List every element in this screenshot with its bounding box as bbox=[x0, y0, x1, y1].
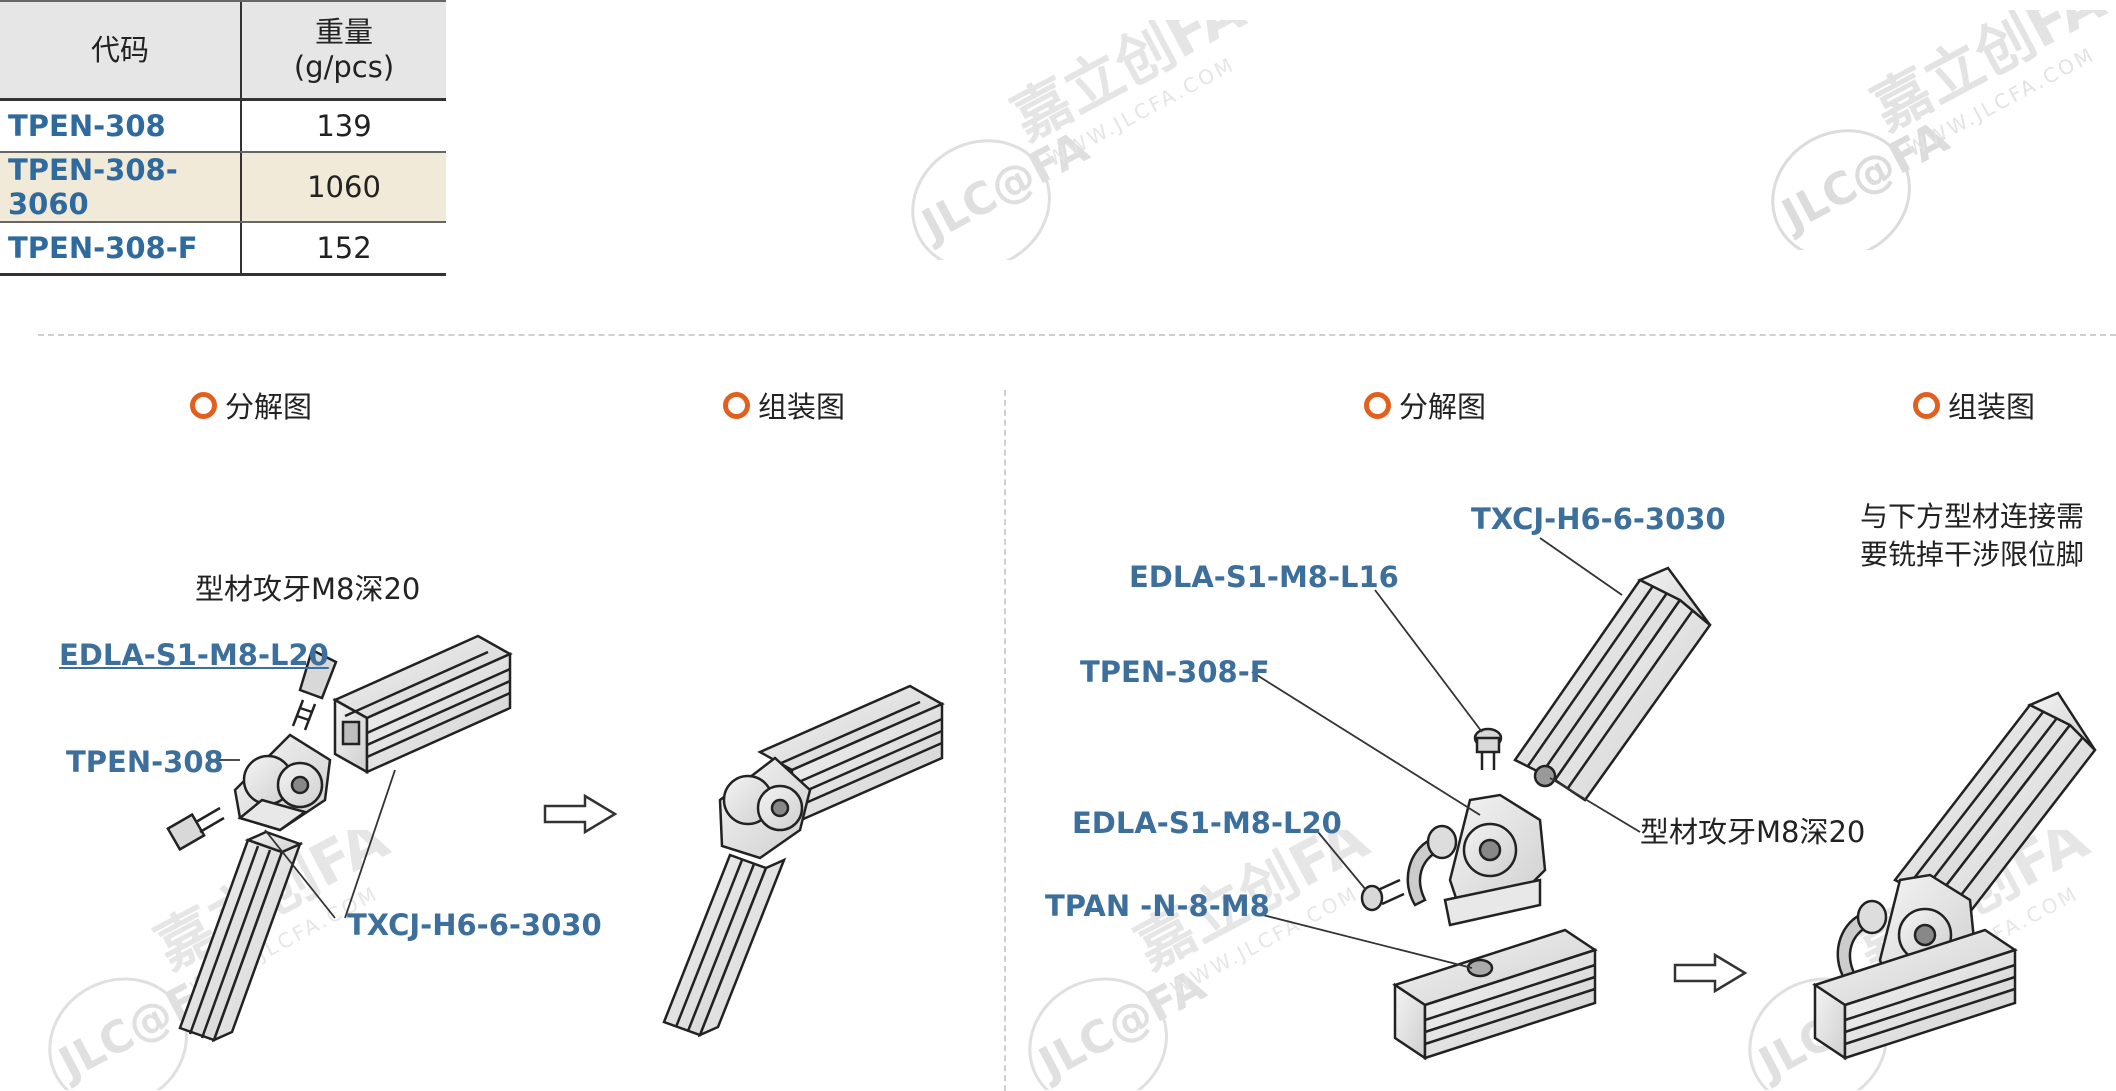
left-assembled-heading: 组装图 bbox=[723, 388, 845, 424]
right-milling-note-line1: 与下方型材连接需 bbox=[1860, 500, 2085, 533]
left-lower-profile bbox=[178, 830, 304, 1043]
left-tap-note: 型材攻牙M8深20 bbox=[195, 572, 421, 606]
right-screw-top bbox=[1473, 727, 1503, 770]
right-exploded-heading: 分解图 bbox=[1364, 388, 1486, 424]
ring-bullet-icon bbox=[1364, 391, 1391, 419]
row-code: TPEN-308 bbox=[0, 99, 241, 153]
right-milling-note-line2: 要铣掉干涉限位脚 bbox=[1860, 538, 2085, 571]
table-header-row: 代码 重量 (g/pcs) bbox=[0, 0, 446, 101]
right-label-nut: TPAN -N-8-M8 bbox=[1045, 889, 1270, 923]
left-assembled-upper-profile bbox=[757, 684, 945, 826]
table-row: TPEN-308-F 152 bbox=[0, 222, 446, 276]
left-screw-lower bbox=[166, 806, 225, 852]
header-weight-line2: (g/pcs) bbox=[293, 50, 395, 84]
table-row-highlighted: TPEN-308-3060 1060 bbox=[0, 152, 446, 223]
right-label-bracket: TPEN-308-F bbox=[1080, 655, 1270, 689]
left-exploded-title: 分解图 bbox=[225, 390, 313, 424]
left-exploded-heading: 分解图 bbox=[190, 388, 312, 424]
left-leader-lines bbox=[208, 759, 396, 919]
right-assembled-heading: 组装图 bbox=[1913, 388, 2035, 424]
right-bracket-f bbox=[1406, 793, 1547, 927]
right-label-screw-side: EDLA-S1-M8-L20 bbox=[1072, 806, 1342, 840]
row-code: TPEN-308-F bbox=[0, 222, 241, 276]
right-milling-note: 与下方型材连接需 要铣掉干涉限位脚 bbox=[1860, 498, 2084, 574]
right-arrow-icon bbox=[1673, 952, 1748, 994]
right-lower-profile bbox=[1392, 928, 1598, 1061]
right-screw-side bbox=[1360, 878, 1405, 912]
left-assembled-title: 组装图 bbox=[758, 390, 846, 424]
left-assembled-lower-profile bbox=[662, 853, 787, 1038]
left-assembled-bracket bbox=[718, 756, 812, 860]
header-weight-line1: 重量 bbox=[314, 15, 373, 50]
right-leader-lines bbox=[1251, 537, 1641, 969]
table-row: TPEN-308 139 bbox=[0, 99, 446, 153]
ring-bullet-icon bbox=[723, 391, 750, 419]
left-label-bracket: TPEN-308 bbox=[66, 745, 224, 779]
vertical-divider bbox=[1004, 390, 1006, 1091]
right-label-profile: TXCJ-H6-6-3030 bbox=[1471, 502, 1726, 536]
left-bracket bbox=[233, 733, 332, 832]
left-screw-upper bbox=[291, 648, 338, 731]
header-code: 代码 bbox=[0, 0, 241, 101]
right-tap-note: 型材攻牙M8深20 bbox=[1640, 815, 1866, 849]
row-weight: 139 bbox=[240, 99, 446, 153]
right-upper-profile bbox=[1513, 566, 1712, 802]
left-upper-profile bbox=[332, 634, 513, 775]
row-weight: 152 bbox=[240, 222, 446, 276]
horizontal-divider bbox=[38, 334, 2116, 336]
weight-table: 代码 重量 (g/pcs) TPEN-308 139 TPEN-308-3060… bbox=[0, 0, 446, 276]
left-label-screw: EDLA-S1-M8-L20 bbox=[59, 638, 329, 672]
row-code: TPEN-308-3060 bbox=[0, 152, 241, 223]
right-assembled-lower-profile bbox=[1812, 928, 2018, 1061]
ring-bullet-icon bbox=[1913, 391, 1940, 419]
ring-bullet-icon bbox=[190, 391, 217, 419]
right-exploded-title: 分解图 bbox=[1399, 390, 1487, 424]
header-weight: 重量 (g/pcs) bbox=[240, 0, 446, 101]
right-assembled-title: 组装图 bbox=[1948, 390, 2036, 424]
row-weight: 1060 bbox=[240, 152, 446, 223]
right-arrow-icon bbox=[543, 793, 618, 835]
left-label-profile: TXCJ-H6-6-3030 bbox=[347, 908, 602, 942]
right-label-screw-top: EDLA-S1-M8-L16 bbox=[1129, 560, 1399, 594]
